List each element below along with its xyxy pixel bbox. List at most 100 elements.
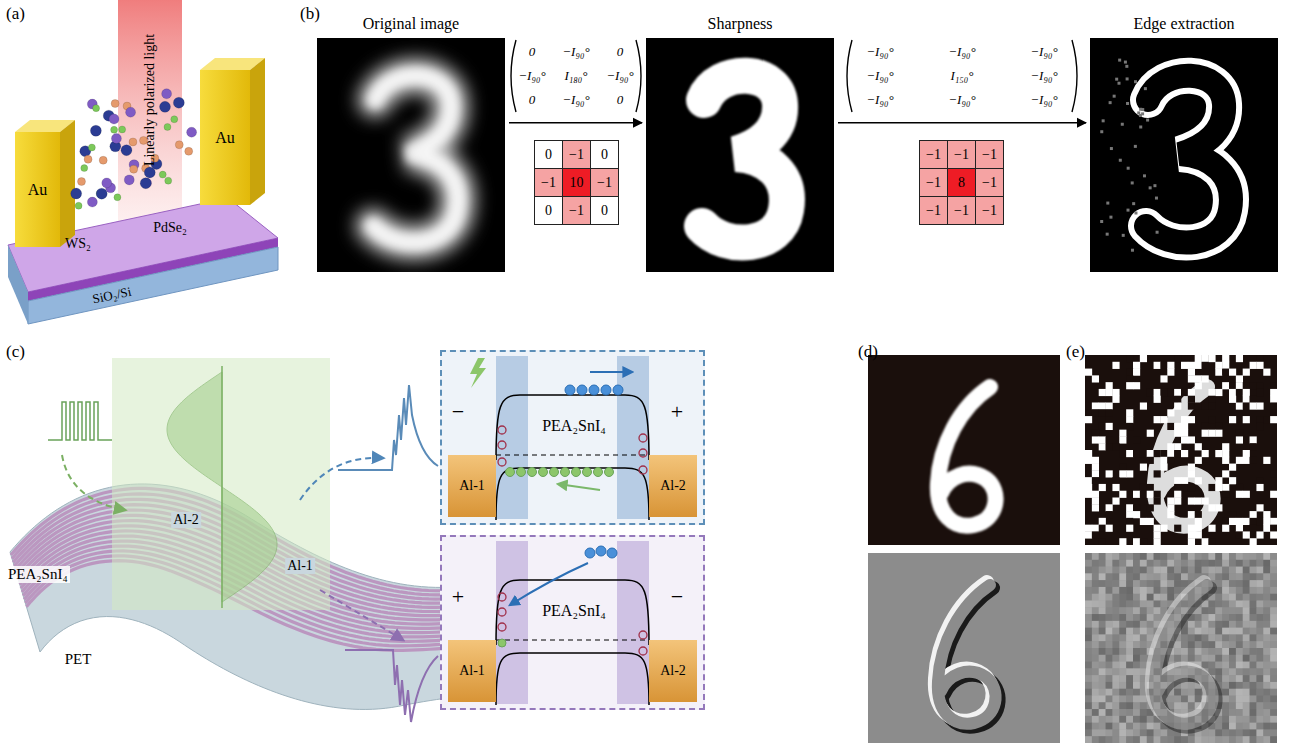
noisy-feature-map — [1133, 594, 1140, 601]
noisy-digit-image — [1270, 518, 1277, 525]
band-diagram — [440, 535, 705, 710]
noisy-feature-map — [1119, 723, 1126, 730]
noisy-feature-map — [1195, 553, 1202, 560]
noisy-feature-map — [1119, 573, 1126, 580]
molecule-cluster — [165, 177, 172, 184]
noisy-digit-image — [1085, 355, 1277, 545]
band-diagram — [496, 541, 528, 704]
edge-digit-image — [1126, 77, 1129, 80]
noisy-feature-map — [1215, 573, 1222, 580]
noisy-feature-map — [1229, 560, 1236, 567]
noisy-feature-map — [1195, 628, 1202, 635]
noisy-feature-map — [1222, 573, 1229, 580]
noisy-feature-map — [1270, 648, 1277, 655]
noisy-feature-map — [1174, 580, 1181, 587]
band-diagram — [498, 458, 506, 466]
band-diagram — [440, 535, 705, 710]
noisy-feature-map — [1188, 682, 1195, 689]
kernel-cell: 0 — [534, 140, 563, 169]
noisy-feature-map — [1181, 553, 1188, 560]
noisy-feature-map — [1160, 587, 1167, 594]
noisy-feature-map — [1085, 614, 1092, 621]
noisy-feature-map — [1250, 621, 1257, 628]
noisy-feature-map — [1092, 634, 1099, 641]
noisy-feature-map — [1092, 709, 1099, 716]
noisy-feature-map — [1085, 634, 1092, 641]
noisy-feature-map — [1229, 723, 1236, 730]
noisy-digit-image — [1119, 436, 1126, 443]
noisy-digit-image — [1256, 416, 1263, 423]
noisy-feature-map — [1250, 736, 1257, 743]
noisy-feature-map — [1236, 587, 1243, 594]
noisy-digit-image — [1188, 369, 1195, 376]
noisy-feature-map — [1208, 614, 1215, 621]
noisy-digit-image — [1154, 498, 1161, 505]
noisy-feature-map — [1133, 682, 1140, 689]
band-diagram — [594, 468, 603, 477]
noisy-feature-map — [1085, 567, 1092, 574]
noisy-feature-map — [1119, 567, 1126, 574]
image-panel: Sharpness — [646, 10, 834, 272]
molecule-cluster — [144, 167, 155, 178]
noisy-feature-map — [1229, 621, 1236, 628]
noisy-digit-image — [1133, 382, 1140, 389]
noisy-digit-image — [1243, 403, 1250, 410]
noisy-feature-map — [1112, 736, 1119, 743]
noisy-feature-map — [1112, 607, 1119, 614]
noisy-feature-map — [1133, 702, 1140, 709]
noisy-digit-image — [1181, 484, 1188, 491]
molecule-cluster — [164, 123, 171, 130]
molecule-cluster — [111, 134, 121, 144]
noisy-digit-image — [1188, 511, 1195, 518]
molecule-cluster — [71, 89, 197, 209]
noisy-feature-map — [1222, 621, 1229, 628]
edge-digit-image — [1139, 125, 1142, 128]
noisy-digit-image — [1256, 484, 1263, 491]
matrix-bracket — [511, 40, 1077, 112]
band-diagram — [496, 580, 649, 645]
noisy-digit-image — [1092, 498, 1099, 505]
noisy-feature-map — [1250, 662, 1257, 669]
noisy-feature-map — [1243, 607, 1250, 614]
noisy-digit-image — [1236, 403, 1243, 410]
noisy-digit-image — [1215, 477, 1222, 484]
noisy-feature-map — [1126, 641, 1133, 648]
noisy-feature-map — [1243, 662, 1250, 669]
noisy-digit-image — [1085, 484, 1092, 491]
noisy-feature-map — [1263, 621, 1270, 628]
matrix-entry: −I₉₀° — [562, 93, 589, 108]
noisy-feature-map — [1092, 696, 1099, 703]
noisy-digit-image — [1208, 355, 1215, 362]
noisy-feature-map — [1092, 729, 1099, 736]
noisy-feature-map — [1229, 702, 1236, 709]
noisy-digit-image — [1092, 491, 1099, 498]
panel-letter: (d) — [858, 342, 878, 362]
noisy-digit-image — [1236, 484, 1243, 491]
edge-digit-image — [1126, 102, 1129, 105]
noisy-digit-image — [1140, 538, 1147, 545]
noisy-digit-image — [1167, 450, 1174, 457]
image-panel: Edge extraction — [1090, 10, 1278, 272]
noisy-digit-image — [1126, 470, 1133, 477]
edge-digit-image — [1134, 80, 1137, 83]
noisy-digit-image — [1256, 423, 1263, 430]
noisy-digit-image — [1215, 369, 1222, 376]
noisy-feature-map — [1195, 614, 1202, 621]
noisy-digit-image — [1155, 387, 1213, 526]
edge-digit-image — [1141, 108, 1144, 111]
matrix-bracket — [847, 40, 852, 112]
node-text: + — [671, 399, 683, 424]
noisy-feature-map — [1215, 729, 1222, 736]
noisy-feature-map — [1229, 587, 1236, 594]
noisy-digit-image — [1229, 369, 1236, 376]
molecule-cluster — [81, 165, 88, 172]
edge-digit-image — [1102, 119, 1105, 122]
noisy-digit-image — [1236, 518, 1243, 525]
noisy-feature-map — [1154, 580, 1161, 587]
noisy-feature-map — [1263, 668, 1270, 675]
noisy-feature-map — [1112, 573, 1119, 580]
noisy-digit-image — [1147, 504, 1154, 511]
noisy-digit-image — [1133, 504, 1140, 511]
noisy-feature-map — [1085, 560, 1092, 567]
noisy-digit-image — [1167, 409, 1174, 416]
